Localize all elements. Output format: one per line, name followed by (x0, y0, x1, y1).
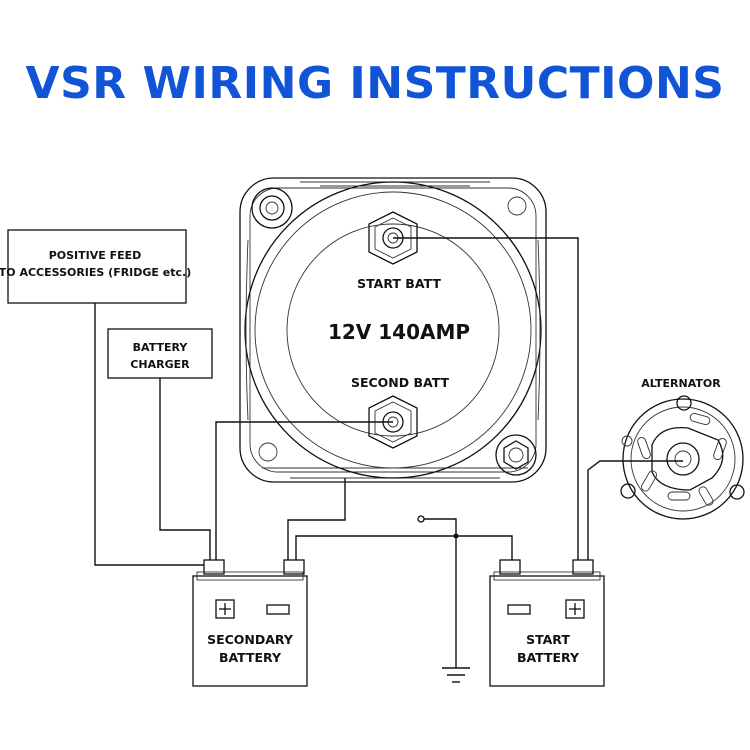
mount-hole-icon (507, 196, 527, 216)
start-battery-line2: BATTERY (517, 650, 580, 665)
start-batt-label: START BATT (357, 276, 441, 291)
positive-feed-line1: POSITIVE FEED (49, 249, 142, 262)
wire-relay-ground (287, 478, 346, 560)
negative-post[interactable] (499, 559, 521, 575)
secondary-battery-line2: BATTERY (219, 650, 282, 665)
positive-post[interactable] (203, 559, 225, 575)
plus-icon (215, 599, 235, 619)
positive-feed-line2: TO ACCESSORIES (FRIDGE etc.) (0, 266, 191, 279)
start-battery: START BATTERY (489, 559, 605, 687)
plus-icon (565, 599, 585, 619)
secondary-battery-line1: SECONDARY (207, 632, 294, 647)
page-title: VSR WIRING INSTRUCTIONS (25, 58, 725, 109)
charger-line2: CHARGER (130, 358, 190, 371)
rating-label: 12V 140AMP (328, 320, 470, 344)
mount-hole-icon (258, 442, 278, 462)
secondary-battery: SECONDARY BATTERY (192, 559, 308, 687)
wire-second-batt (215, 421, 393, 560)
alternator-label: ALTERNATOR (641, 377, 721, 390)
battery-charger-box: BATTERY CHARGER (107, 328, 213, 379)
negative-post[interactable] (283, 559, 305, 575)
alternator: ALTERNATOR (620, 377, 745, 520)
positive-feed-box: POSITIVE FEED TO ACCESSORIES (FRIDGE etc… (0, 229, 191, 304)
wiring (94, 237, 683, 683)
mounting-bolt-icon (251, 187, 293, 229)
wire-charger (159, 378, 211, 560)
second-batt-label: SECOND BATT (351, 375, 450, 390)
ground-icon (442, 667, 470, 683)
wire-positive-feed (94, 303, 204, 566)
positive-post[interactable] (572, 559, 594, 575)
vsr-relay: START BATT 12V 140AMP SECOND BATT (239, 177, 547, 483)
minus-icon (507, 604, 531, 615)
wire-common-ground (295, 535, 513, 560)
wire-alternator (587, 460, 683, 560)
minus-icon (266, 604, 290, 615)
wire-start-batt (393, 237, 579, 560)
mounting-bolt-icon (495, 434, 537, 476)
start-battery-line1: START (526, 632, 570, 647)
charger-line1: BATTERY (133, 341, 189, 354)
